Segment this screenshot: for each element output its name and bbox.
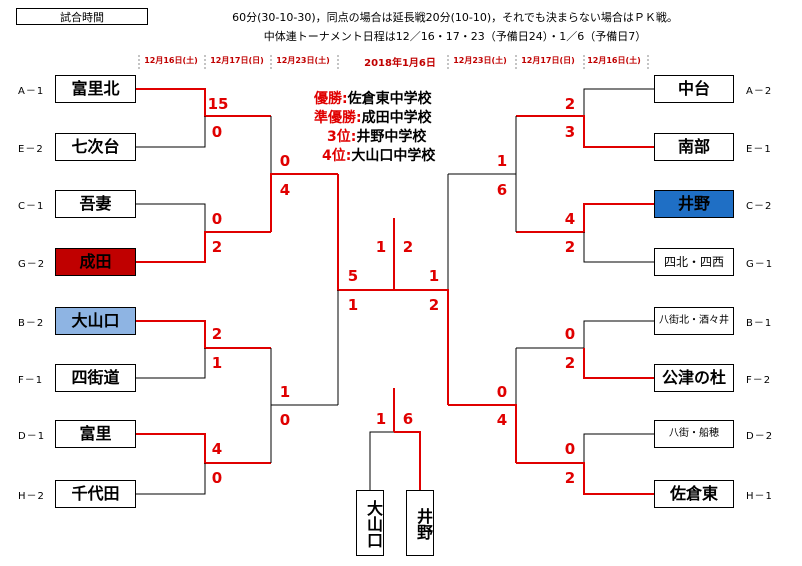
team-box: 四街道: [55, 364, 136, 392]
seed-label: A－1: [18, 86, 45, 97]
date-final: 2018年1月6日: [364, 58, 436, 69]
score: 1: [279, 383, 291, 401]
score: 1: [375, 238, 387, 256]
seed-label: E－2: [18, 144, 44, 155]
team-box: 七次台: [55, 133, 136, 161]
score: 5: [347, 267, 359, 285]
match-time-label: 試合時間: [16, 8, 148, 25]
date-left-r3: 12月23日(土): [276, 56, 330, 65]
seed-label: G－1: [746, 259, 774, 270]
seed-label: A－2: [746, 86, 773, 97]
score: 0: [564, 325, 576, 343]
result-fourth-label: 4位:: [322, 148, 352, 164]
result-first-value: 佐倉東中学校: [347, 91, 432, 107]
result-third: 3位:井野中学校: [327, 126, 426, 146]
result-fourth-value: 大山口中学校: [351, 148, 436, 164]
team-box: 南部: [654, 133, 734, 161]
seed-label: D－1: [18, 431, 46, 442]
score: 4: [211, 440, 223, 458]
date-right-r3: 12月23日(土): [453, 56, 507, 65]
seed-label: B－1: [746, 318, 773, 329]
score: 3: [564, 123, 576, 141]
score: 0: [211, 123, 223, 141]
third-place-team-right: 井野: [406, 490, 434, 556]
score: 6: [496, 181, 508, 199]
result-second-label: 準優勝:: [314, 110, 362, 126]
rules-text: 60分(30-10-30)，同点の場合は延長戦20分(10-10)，それでも決ま…: [232, 11, 678, 24]
score: 0: [211, 210, 223, 228]
result-second-value: 成田中学校: [361, 110, 432, 126]
right-r1-lines: [516, 88, 654, 495]
team-box-fourth: 大山口: [55, 307, 136, 335]
seed-label: C－1: [18, 201, 45, 212]
score: 2: [564, 95, 576, 113]
team-box: 八街北・酒々井: [654, 307, 734, 335]
score: 6: [402, 410, 414, 428]
seed-label: C－2: [746, 201, 773, 212]
score: 4: [564, 210, 576, 228]
score: 2: [402, 238, 414, 256]
date-right-r2: 12月17日(日): [521, 56, 575, 65]
score: 2: [428, 296, 440, 314]
score: 1: [375, 410, 387, 428]
score: 4: [496, 411, 508, 429]
score: 15: [207, 95, 229, 113]
right-r2-lines: [448, 116, 517, 463]
score: 2: [211, 238, 223, 256]
seed-label: F－2: [746, 375, 772, 386]
score: 0: [211, 469, 223, 487]
date-right-r1: 12月16日(土): [587, 56, 641, 65]
team-box-winner: 成田: [55, 248, 136, 276]
seed-label: B－2: [18, 318, 45, 329]
score: 2: [564, 469, 576, 487]
third-place-team-left: 大山口: [356, 490, 384, 556]
score: 0: [564, 440, 576, 458]
third-place-lines: [369, 388, 421, 490]
seed-label: D－2: [746, 431, 774, 442]
team-box-champion: 佐倉東: [654, 480, 734, 508]
seed-label: G－2: [18, 259, 46, 270]
score: 1: [496, 152, 508, 170]
team-box: 富里北: [55, 75, 136, 103]
result-first: 優勝:佐倉東中学校: [314, 88, 432, 108]
right-sf-lines: [394, 174, 449, 405]
result-third-value: 井野中学校: [356, 129, 427, 145]
left-r2-lines: [270, 116, 338, 463]
score: 0: [279, 411, 291, 429]
seed-label: H－2: [18, 491, 45, 502]
team-box: 千代田: [55, 480, 136, 508]
team-box: 吾妻: [55, 190, 136, 218]
left-r1-lines: [136, 88, 271, 495]
team-box: 中台: [654, 75, 734, 103]
score: 1: [211, 354, 223, 372]
score: 4: [279, 181, 291, 199]
score: 0: [279, 152, 291, 170]
score: 0: [496, 383, 508, 401]
score: 2: [211, 325, 223, 343]
schedule-text: 中体連トーナメント日程は12／16・17・23（予備日24）・1／6（予備日7）: [263, 30, 647, 43]
result-third-label: 3位:: [327, 129, 357, 145]
result-first-label: 優勝:: [314, 91, 348, 107]
team-box: 八街・船穂: [654, 420, 734, 448]
team-box: 富里: [55, 420, 136, 448]
score: 1: [347, 296, 359, 314]
date-left-r1: 12月16日(土): [144, 56, 198, 65]
seed-label: H－1: [746, 491, 773, 502]
left-sf-lines: [337, 174, 394, 405]
score: 1: [428, 267, 440, 285]
date-separators: [138, 55, 649, 70]
score: 2: [564, 354, 576, 372]
team-box: 公津の杜: [654, 364, 734, 392]
result-second: 準優勝:成田中学校: [314, 107, 432, 127]
result-fourth: 4位:大山口中学校: [322, 145, 435, 165]
team-box-third: 井野: [654, 190, 734, 218]
score: 2: [564, 238, 576, 256]
seed-label: E－1: [746, 144, 772, 155]
seed-label: F－1: [18, 375, 44, 386]
team-box: 四北・四西: [654, 248, 734, 276]
date-left-r2: 12月17日(日): [210, 56, 264, 65]
